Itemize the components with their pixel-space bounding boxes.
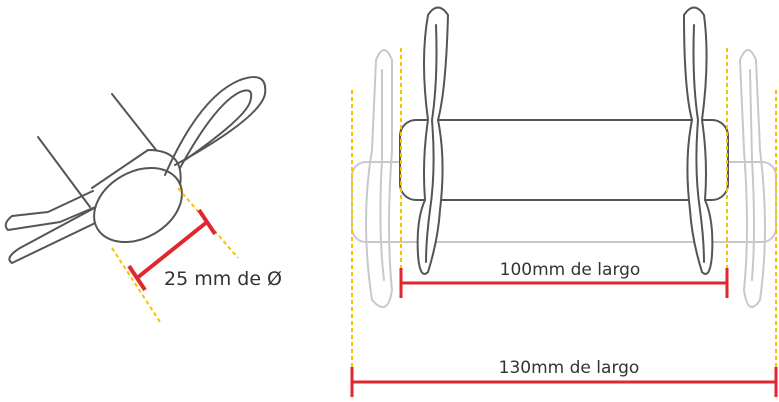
outer-length-label: 130mm de largo	[499, 358, 640, 378]
length-guides	[351, 48, 777, 368]
diameter-guide-right	[177, 187, 239, 259]
ghost-right-clip	[739, 49, 766, 309]
side-pin-view	[399, 6, 729, 275]
inner-length-dimension	[399, 268, 729, 298]
diameter-dimension	[127, 208, 217, 292]
angled-pin-cylinder-face	[93, 167, 183, 243]
outer-length-dimension	[350, 367, 778, 397]
diameter-label: 25 mm de Ø	[164, 268, 282, 290]
diameter-dimension-tick-left	[127, 264, 147, 292]
angled-pin-spring-loop	[164, 76, 267, 176]
diameter-guide-left	[111, 247, 161, 323]
ghost-right-clip-inner	[749, 69, 755, 281]
ghost-left-clip-inner	[379, 69, 385, 281]
diameter-dimension-tick-right	[197, 208, 217, 236]
side-pin-cylinder	[399, 119, 729, 201]
angled-pin-view	[4, 76, 267, 264]
side-pin-left-clip-inner	[425, 24, 438, 263]
side-pin-right-clip	[683, 6, 714, 275]
ghost-left-clip	[365, 49, 393, 309]
angled-pin-rod-line-1	[37, 136, 91, 208]
angled-pin-upper-leg	[4, 167, 151, 231]
diameter-guides	[111, 187, 239, 323]
angled-pin-lower-leg	[8, 177, 169, 264]
angled-pin-rod-line-2	[111, 93, 161, 156]
inner-length-label: 100mm de largo	[500, 260, 641, 280]
diameter-dimension-line	[135, 220, 209, 280]
side-pin-right-clip-inner	[692, 24, 705, 263]
